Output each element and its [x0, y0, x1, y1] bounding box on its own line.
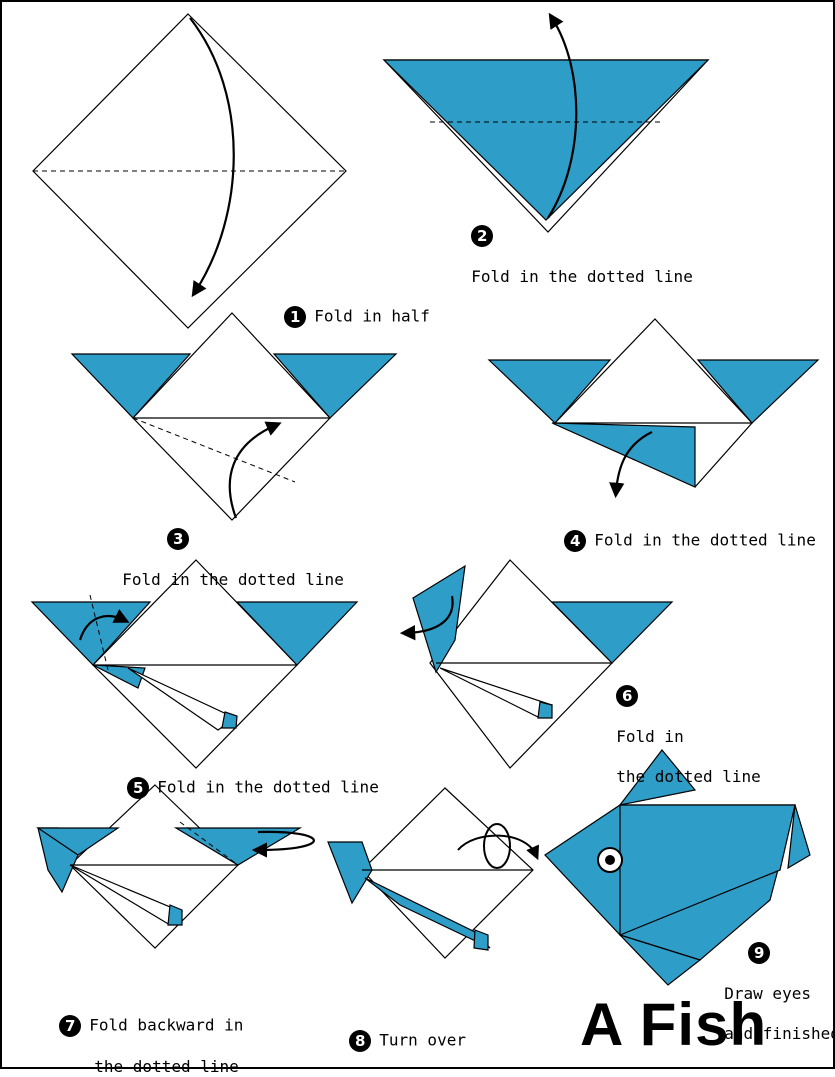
step-5-text: Fold in the dotted line: [157, 777, 379, 797]
step-1-label: 1 Fold in half: [265, 286, 430, 328]
step-number-badge: 5: [127, 777, 150, 799]
step-9-fish-illustration: [544, 749, 811, 986]
step-3-illustration: [70, 312, 398, 521]
step-6-text-line-2: the dotted line: [616, 767, 761, 786]
step-1-illustration: [32, 13, 347, 329]
step-number-badge: 1: [284, 306, 307, 328]
step-6-label: 6 Fold in the dotted line: [597, 665, 761, 787]
step-3-label: 3 Fold in the dotted line: [103, 508, 344, 590]
step-1-text: Fold in half: [314, 306, 430, 326]
step-7-illustration: [36, 784, 315, 949]
step-4-illustration: [487, 318, 820, 499]
step-3-text: Fold in the dotted line: [122, 570, 344, 589]
step-9-label: 9 Draw eyes and finished: [705, 922, 835, 1044]
step-2-text: Fold in the dotted line: [471, 267, 693, 286]
step-7-text-line-1: Fold backward in: [89, 1015, 244, 1035]
step-number-badge: 9: [748, 942, 771, 964]
step-8-label: 8 Turn over: [330, 1010, 466, 1052]
step-number-badge: 6: [616, 685, 639, 707]
step-4-text: Fold in the dotted line: [594, 530, 816, 550]
step-number-badge: 7: [59, 1015, 82, 1037]
step-7-label: 7 Fold backward in the dotted line: [40, 995, 243, 1077]
step-7-text-line-2: the dotted line: [94, 1057, 239, 1076]
step-number-badge: 4: [564, 530, 587, 552]
step-6-text-line-1: Fold in: [616, 727, 684, 746]
step-6-illustration: [399, 559, 674, 769]
step-4-label: 4 Fold in the dotted line: [545, 510, 816, 552]
page-title: A Fish: [580, 991, 768, 1058]
step-8-text: Turn over: [379, 1030, 466, 1050]
step-number-badge: 3: [167, 528, 190, 550]
step-9-text-line-1: Draw eyes: [724, 984, 811, 1003]
step-2-label: 2 Fold in the dotted line: [452, 205, 693, 287]
step-number-badge: 8: [349, 1030, 372, 1052]
step-5-illustration: [30, 559, 359, 769]
step-9-text-line-2: and finished: [724, 1024, 835, 1043]
step-2-illustration: [382, 12, 710, 233]
step-8-illustration: [327, 787, 540, 959]
step-5-label: 5 Fold in the dotted line: [108, 757, 379, 799]
step-number-badge: 2: [471, 225, 494, 247]
